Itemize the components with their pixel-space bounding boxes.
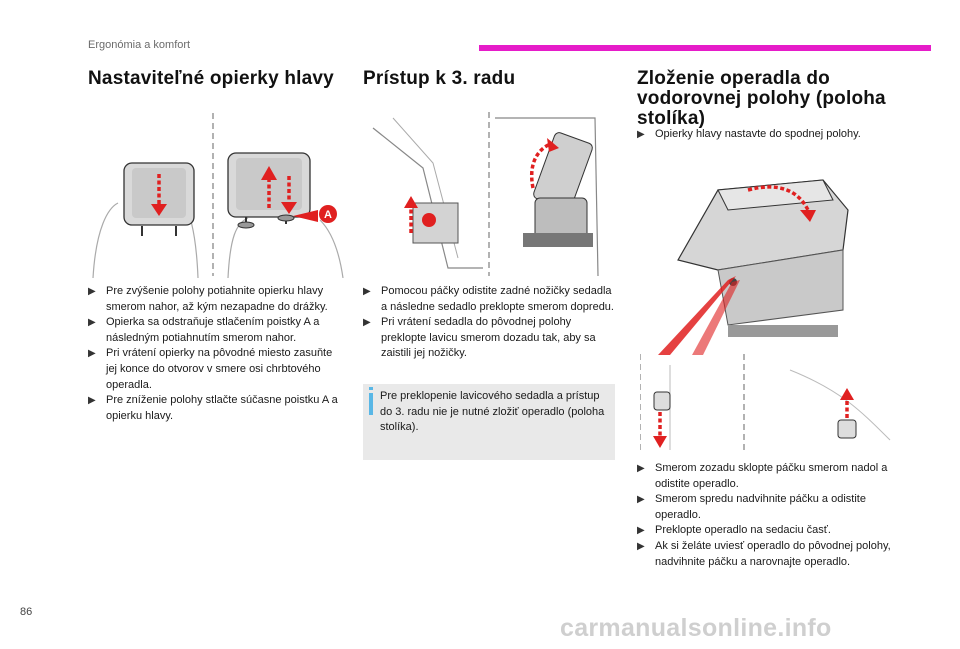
title-headrests: Nastaviteľné opierky hlavy (88, 68, 334, 89)
section-accent-bar (479, 45, 931, 51)
list-item: ▶Pri vrátení opierky na pôvodné miesto z… (88, 347, 333, 391)
info-note: Pre preklopenie lavicového sedadla a prí… (363, 384, 615, 460)
watermark: carmanualsonline.info (560, 614, 832, 642)
section-header: Ergonómia a komfort (88, 39, 191, 51)
info-icon (369, 387, 373, 415)
headrest-right: A (227, 152, 344, 278)
column-third-row: Prístup k 3. radu (363, 69, 623, 89)
page-number: 86 (20, 606, 33, 618)
callout-a: A (324, 209, 332, 221)
seat-lever-view (372, 117, 483, 269)
list-item: ▶Pri vrátení sedadla do pôvodnej polohy … (363, 316, 596, 360)
column-table-position: Zloženie operadla do vodorovnej polohy (… (637, 69, 907, 129)
figure-levers (640, 354, 891, 452)
lever-front (789, 369, 891, 441)
list-item: ▶Preklopte operadlo na sedaciu časť. (637, 523, 899, 539)
bullet-icon: ▶ (88, 348, 96, 360)
list-item: ▶Pre zníženie polohy stlačte súčasne poi… (88, 394, 338, 422)
bullet-icon: ▶ (637, 525, 645, 537)
bullet-icon: ▶ (637, 129, 645, 140)
headrest-left (92, 162, 199, 278)
bullet-icon: ▶ (88, 286, 96, 297)
bullet-icon: ▶ (88, 395, 96, 407)
list-third-row: ▶Pomocou páčky odistite zadné nožičky se… (363, 284, 615, 362)
figure-third-row (372, 112, 599, 277)
bullet-icon: ▶ (637, 494, 645, 506)
bullet-icon: ▶ (637, 463, 645, 474)
bullet-icon: ▶ (363, 286, 371, 297)
column-headrests: Nastaviteľné opierky hlavy (88, 69, 348, 89)
bullet-icon: ▶ (88, 317, 96, 329)
list-item: ▶Opierka sa odstraňuje stlačením poistky… (88, 316, 320, 344)
list-item: ▶Smerom spredu nadvihnite páčku a odisti… (637, 493, 866, 521)
figure-headrests: A (92, 113, 344, 278)
bullet-icon: ▶ (637, 540, 645, 552)
list-item: ▶Pomocou páčky odistite zadné nožičky se… (363, 285, 614, 313)
figure-folded-backrest (658, 179, 849, 355)
list-item: ▶Ak si želáte uviesť operadlo do pôvodne… (637, 539, 891, 568)
info-note-text: Pre preklopenie lavicového sedadla a prí… (380, 390, 605, 434)
list-item: ▶Smerom zozadu sklopte páčku smerom nado… (637, 462, 888, 490)
list-headrests: ▶Pre zvýšenie polohy potiahnite opierku … (88, 284, 344, 424)
lever-rear (653, 365, 671, 450)
list-table-position: ▶Smerom zozadu sklopte páčku smerom nado… (637, 461, 899, 570)
intro-table-position: ▶Opierky hlavy nastavte do spodnej poloh… (637, 127, 907, 143)
bullet-icon: ▶ (363, 317, 371, 329)
seat-folded-view (495, 117, 599, 277)
list-item: ▶Pre zvýšenie polohy potiahnite opierku … (88, 285, 328, 313)
list-item: ▶Opierky hlavy nastavte do spodnej poloh… (637, 127, 907, 143)
title-table-position: Zloženie operadla do vodorovnej polohy (… (637, 68, 886, 129)
title-third-row: Prístup k 3. radu (363, 68, 516, 89)
